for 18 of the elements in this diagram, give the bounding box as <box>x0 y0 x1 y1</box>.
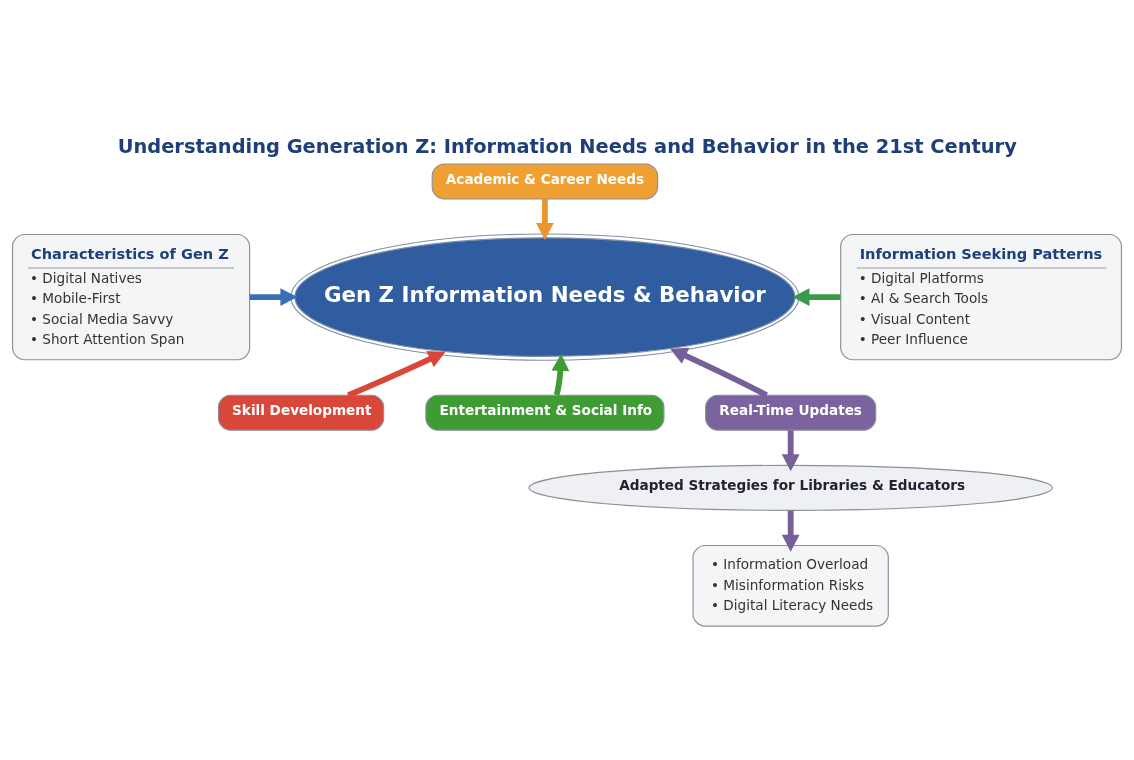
node-ellipse: Gen Z Information Needs & Behavior <box>290 232 800 361</box>
arrow <box>781 510 800 552</box>
node-box: Characteristics of Gen Z • Digital Natives • Mobile-First • Social Media Savvy • Short Attention Span <box>11 233 251 360</box>
node-ellipse: Adapted Strategies for Libraries & Educators <box>528 464 1053 511</box>
node-box: Real-Time Updates <box>705 394 877 431</box>
node-box: Entertainment & Social Info <box>425 394 665 431</box>
node-box: Information Seeking Patterns • Digital Platforms • AI & Search Tools • Visual Content • Peer Influence <box>840 233 1123 360</box>
arrow <box>249 287 298 306</box>
arrow <box>551 353 570 396</box>
arrow <box>670 347 768 398</box>
diagram-title: Understanding Generation Z: Information Needs and Behavior in the 21st Century <box>117 134 1017 158</box>
node-box: Academic & Career Needs <box>431 162 659 200</box>
node-box: • Information Overload • Misinformation Risks • Digital Literacy Needs <box>692 544 889 627</box>
arrow <box>792 287 841 306</box>
arrow <box>536 198 554 240</box>
arrow <box>781 429 800 471</box>
arrow <box>347 350 446 398</box>
node-box: Skill Development <box>217 394 385 431</box>
